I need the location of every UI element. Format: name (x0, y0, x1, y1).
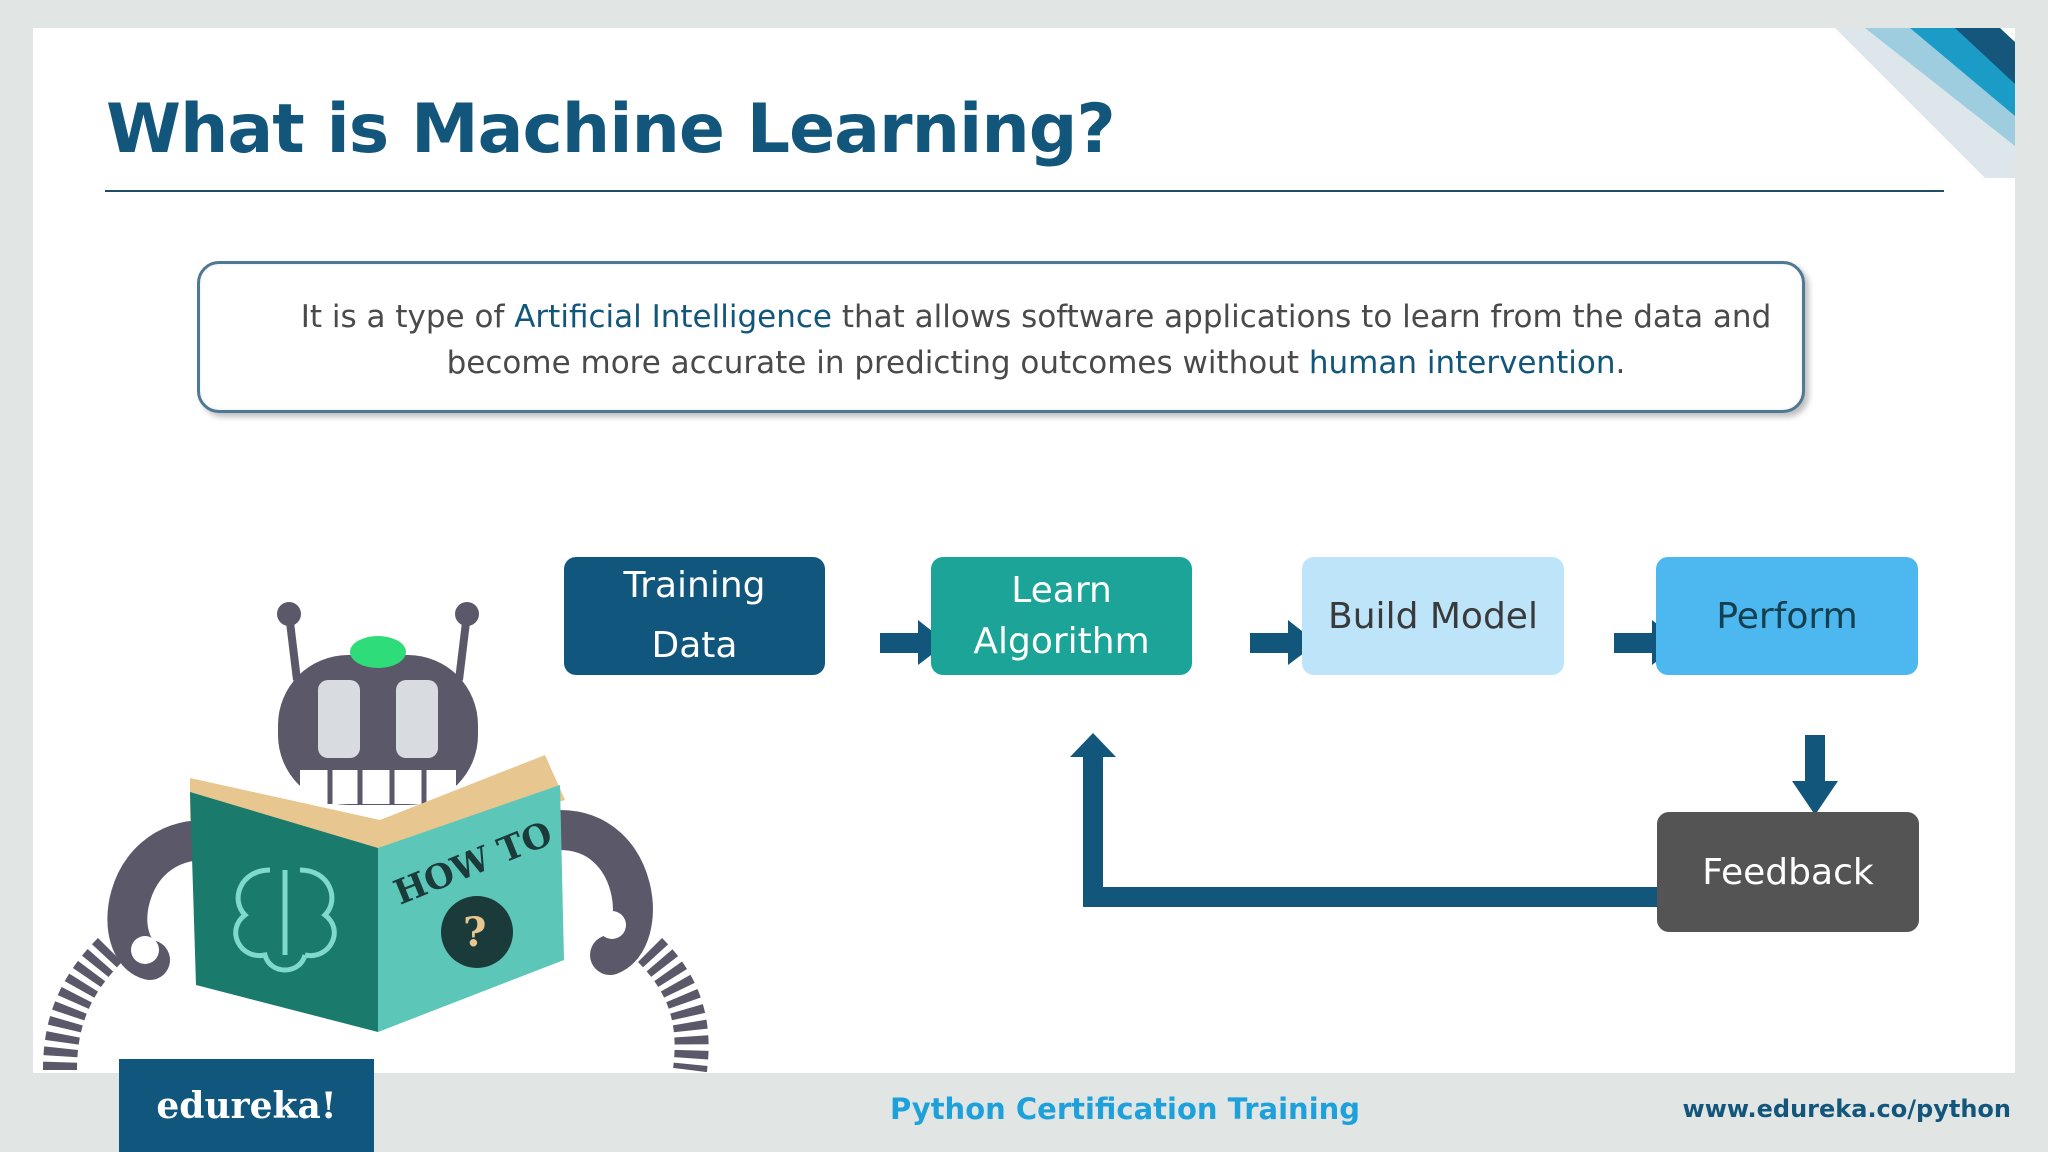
title-divider (105, 190, 1944, 192)
footer-url-link[interactable]: www.edureka.co/python (1682, 1095, 2011, 1123)
step-feedback: Feedback (1657, 812, 1919, 932)
edureka-logo[interactable]: edureka! (119, 1059, 374, 1152)
feedback-loop-arrow (1070, 733, 1671, 907)
question-mark-icon: ? (463, 909, 486, 956)
logo-text: edureka! (156, 1084, 337, 1127)
brain-icon (233, 867, 337, 973)
step-perform: Perform (1656, 557, 1918, 675)
corner-decoration (1835, 28, 2015, 178)
arrow-down-icon (1792, 735, 1838, 815)
step-build-model: Build Model (1302, 557, 1564, 675)
robot-illustration: HOW TO ? (43, 602, 709, 1073)
footer-course-title: Python Certification Training (890, 1092, 1361, 1126)
highlight-human: human intervention (1308, 345, 1616, 381)
definition-text: It is a type of Artificial Intelligence … (300, 299, 1772, 381)
page-title: What is Machine Learning? (106, 90, 1116, 169)
highlight-ai: Artificial Intelligence (514, 299, 832, 335)
definition-box: It is a type of Artificial Intelligence … (197, 261, 1805, 413)
